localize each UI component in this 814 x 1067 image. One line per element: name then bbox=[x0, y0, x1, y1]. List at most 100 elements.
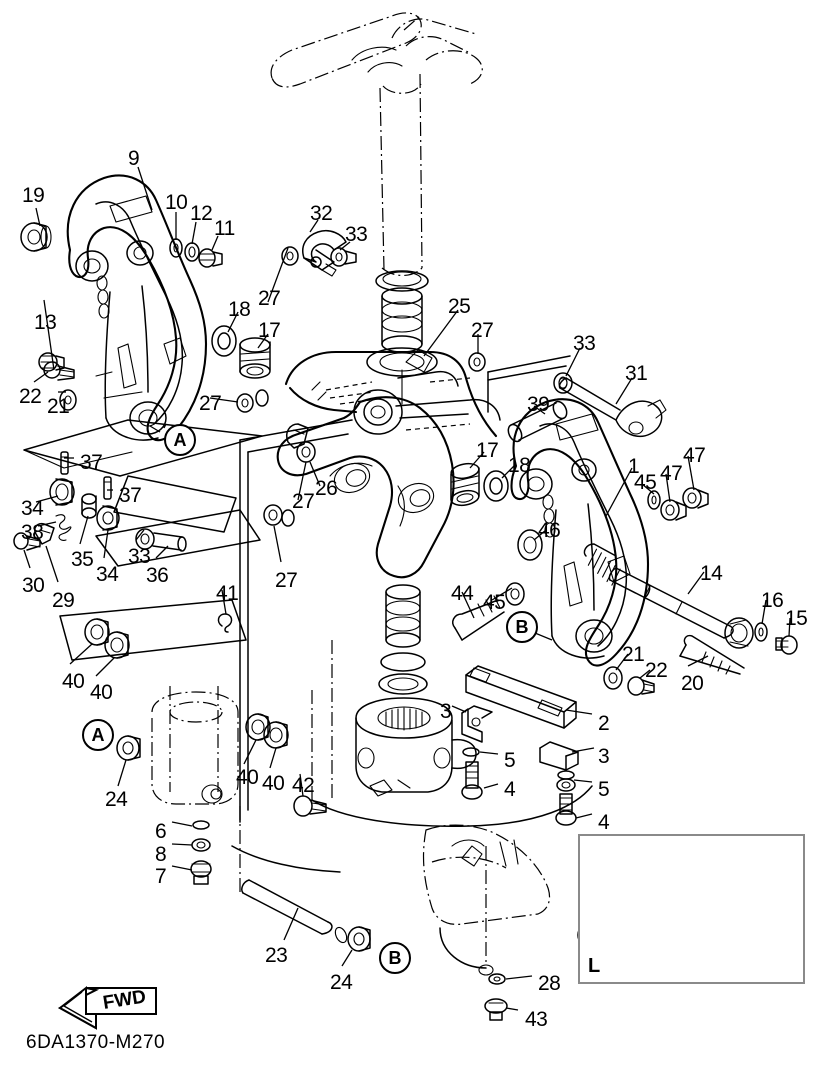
lower-casing-phantom bbox=[231, 640, 593, 976]
callout-number: 46 bbox=[538, 519, 561, 542]
nut-27-a bbox=[281, 246, 299, 266]
callout-number: 21 bbox=[622, 643, 645, 666]
callout-number: 47 bbox=[660, 462, 683, 485]
callout-number: 8 bbox=[155, 843, 167, 866]
callout-number: 17 bbox=[476, 439, 499, 462]
callout-number: 32 bbox=[310, 202, 333, 225]
callout-number: 33 bbox=[128, 545, 151, 568]
upper-mount-stack bbox=[366, 270, 438, 405]
tube-36 bbox=[152, 532, 187, 552]
detail-inset-box bbox=[578, 834, 805, 984]
callout-number: 29 bbox=[52, 589, 75, 612]
callout-number: 1 bbox=[628, 455, 640, 478]
bush-39 bbox=[507, 400, 568, 443]
callout-number: 38 bbox=[21, 521, 44, 544]
callout-number: 45 bbox=[483, 591, 506, 614]
callout-number: 20 bbox=[681, 672, 704, 695]
screw-20 bbox=[679, 634, 745, 675]
bolt-11 bbox=[198, 248, 223, 268]
washer-5-a bbox=[462, 747, 480, 757]
callout-number: 39 bbox=[527, 393, 550, 416]
nut-47-a bbox=[660, 499, 687, 521]
callout-number: 40 bbox=[236, 766, 259, 789]
callout-number: 41 bbox=[216, 582, 239, 605]
tiller-handle-phantom bbox=[270, 12, 483, 277]
trim-tilt-rod bbox=[583, 543, 754, 649]
bolt-22r bbox=[627, 676, 655, 696]
callout-number: 10 bbox=[165, 191, 188, 214]
callout-number: 13 bbox=[34, 311, 57, 334]
callout-number: 18 bbox=[228, 298, 251, 321]
callout-number: 24 bbox=[105, 788, 128, 811]
callout-number: 31 bbox=[625, 362, 648, 385]
nut-33-top bbox=[330, 247, 357, 267]
oring-6 bbox=[192, 820, 210, 830]
callout-number: 26 bbox=[315, 477, 338, 500]
callout-number: 9 bbox=[128, 147, 140, 170]
callout-number: 4 bbox=[504, 778, 516, 801]
callout-number: 3 bbox=[440, 700, 452, 723]
bolt-22 bbox=[43, 361, 75, 381]
pin-37-a bbox=[60, 451, 69, 475]
callout-number: 37 bbox=[119, 484, 142, 507]
bolt-44 bbox=[452, 595, 505, 641]
callout-number: 21 bbox=[47, 395, 70, 418]
washer-21r bbox=[603, 666, 623, 690]
callout-number: 27 bbox=[292, 490, 315, 513]
bush-35 bbox=[81, 493, 97, 519]
callout-number: 6 bbox=[155, 820, 167, 843]
left-clamp-bracket bbox=[66, 174, 208, 442]
callout-number: 18 bbox=[508, 454, 531, 477]
callout-number: 28 bbox=[538, 972, 561, 995]
nut-27-b bbox=[236, 393, 254, 413]
callout-number: 7 bbox=[155, 865, 167, 888]
callout-number: 17 bbox=[258, 319, 281, 342]
washer-45 bbox=[505, 582, 525, 606]
collar-17-right bbox=[450, 462, 509, 507]
callout-number: 27 bbox=[258, 287, 281, 310]
section-marker-b-2: B bbox=[379, 942, 411, 974]
callout-number: 24 bbox=[330, 971, 353, 994]
bolt-15 bbox=[775, 635, 798, 655]
washer-12 bbox=[184, 242, 200, 262]
callout-number: 34 bbox=[21, 497, 44, 520]
washer-8 bbox=[191, 838, 211, 852]
callout-number: 2 bbox=[598, 712, 610, 735]
callout-number: 35 bbox=[71, 548, 94, 571]
nut-28 bbox=[488, 973, 506, 985]
callout-number: 27 bbox=[199, 392, 222, 415]
clip-29 bbox=[33, 522, 55, 545]
callout-number: 4 bbox=[598, 811, 610, 834]
nut-27-c bbox=[468, 352, 486, 372]
callout-number: 34 bbox=[96, 563, 119, 586]
callout-number: 37 bbox=[80, 451, 103, 474]
assembly-guide-frames bbox=[23, 355, 571, 823]
callout-number: 25 bbox=[448, 295, 471, 318]
bolt-43 bbox=[484, 998, 508, 1021]
lower-mount-housing bbox=[355, 697, 477, 797]
callout-number: 23 bbox=[265, 944, 288, 967]
callout-number: 33 bbox=[573, 332, 596, 355]
callout-number: 11 bbox=[214, 217, 235, 240]
swivel-bracket-assembly bbox=[276, 349, 501, 695]
nut-47-b bbox=[682, 487, 709, 509]
callout-number: 22 bbox=[19, 385, 42, 408]
spring-38 bbox=[55, 514, 72, 541]
nut-7 bbox=[190, 860, 212, 885]
callout-number: 15 bbox=[785, 607, 808, 630]
collar-17-left bbox=[211, 325, 271, 379]
callout-number: 43 bbox=[525, 1008, 548, 1031]
right-clamp-bracket bbox=[510, 398, 650, 667]
part-number-label: 6DA1370-M270 bbox=[26, 1032, 166, 1053]
anode-bar-2 bbox=[465, 665, 577, 729]
bush-40-c bbox=[245, 713, 271, 741]
section-marker-a-2: A bbox=[82, 719, 114, 751]
callout-number: 19 bbox=[22, 184, 45, 207]
bolt-42 bbox=[293, 795, 327, 817]
callout-number: 40 bbox=[262, 772, 285, 795]
bush-24-a bbox=[116, 735, 141, 761]
callout-number: 3 bbox=[598, 745, 610, 768]
nut-33-right bbox=[553, 372, 573, 394]
callout-number: 40 bbox=[62, 670, 85, 693]
